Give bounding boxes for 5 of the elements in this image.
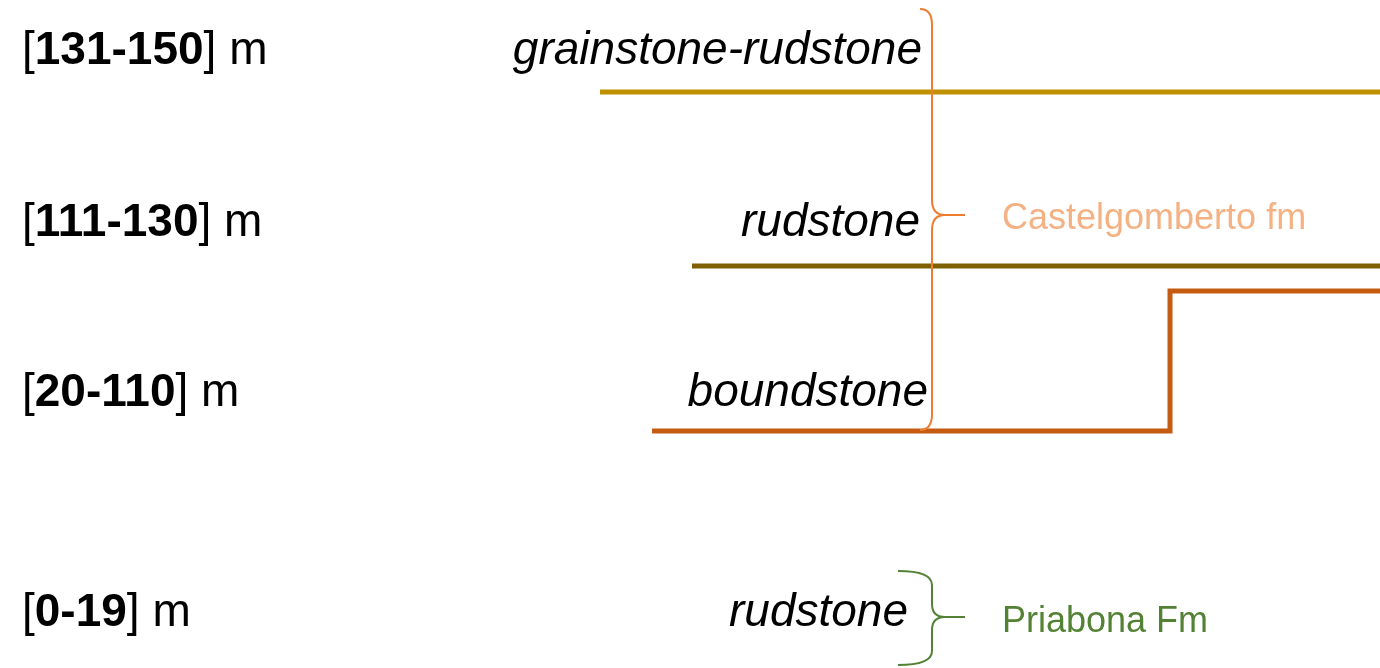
formation-name: Priabona Fm [1002, 602, 1209, 638]
facies-name: rudstone [741, 197, 920, 243]
facies-name: rudstone [729, 587, 908, 633]
formation-name: Castelgomberto fm [1002, 199, 1307, 235]
facies-name: boundstone [687, 367, 928, 413]
